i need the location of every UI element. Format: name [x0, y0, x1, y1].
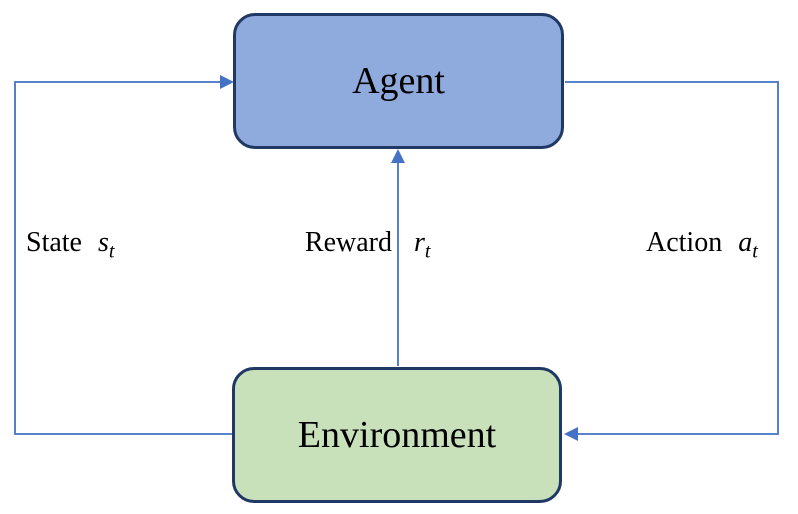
state-symbol: st: [98, 227, 115, 263]
reward-edge-label: Reward: [305, 224, 392, 262]
action-symbol: at: [738, 227, 758, 263]
action-arrowhead: [564, 427, 578, 441]
reward-symbol: rt: [414, 227, 431, 263]
state-word: State: [26, 227, 82, 258]
state-edge-line: [14, 81, 232, 435]
environment-node: Environment: [232, 367, 562, 503]
reward-arrowhead: [391, 149, 405, 163]
action-edge-line: [565, 81, 779, 435]
agent-node-label: Agent: [352, 60, 445, 102]
environment-node-label: Environment: [297, 414, 497, 456]
state-arrowhead: [220, 75, 234, 89]
action-word: Action: [646, 227, 723, 258]
agent-node: Agent: [233, 13, 564, 149]
action-edge-label: Action at: [646, 224, 758, 262]
reward-word: Reward: [304, 227, 392, 258]
